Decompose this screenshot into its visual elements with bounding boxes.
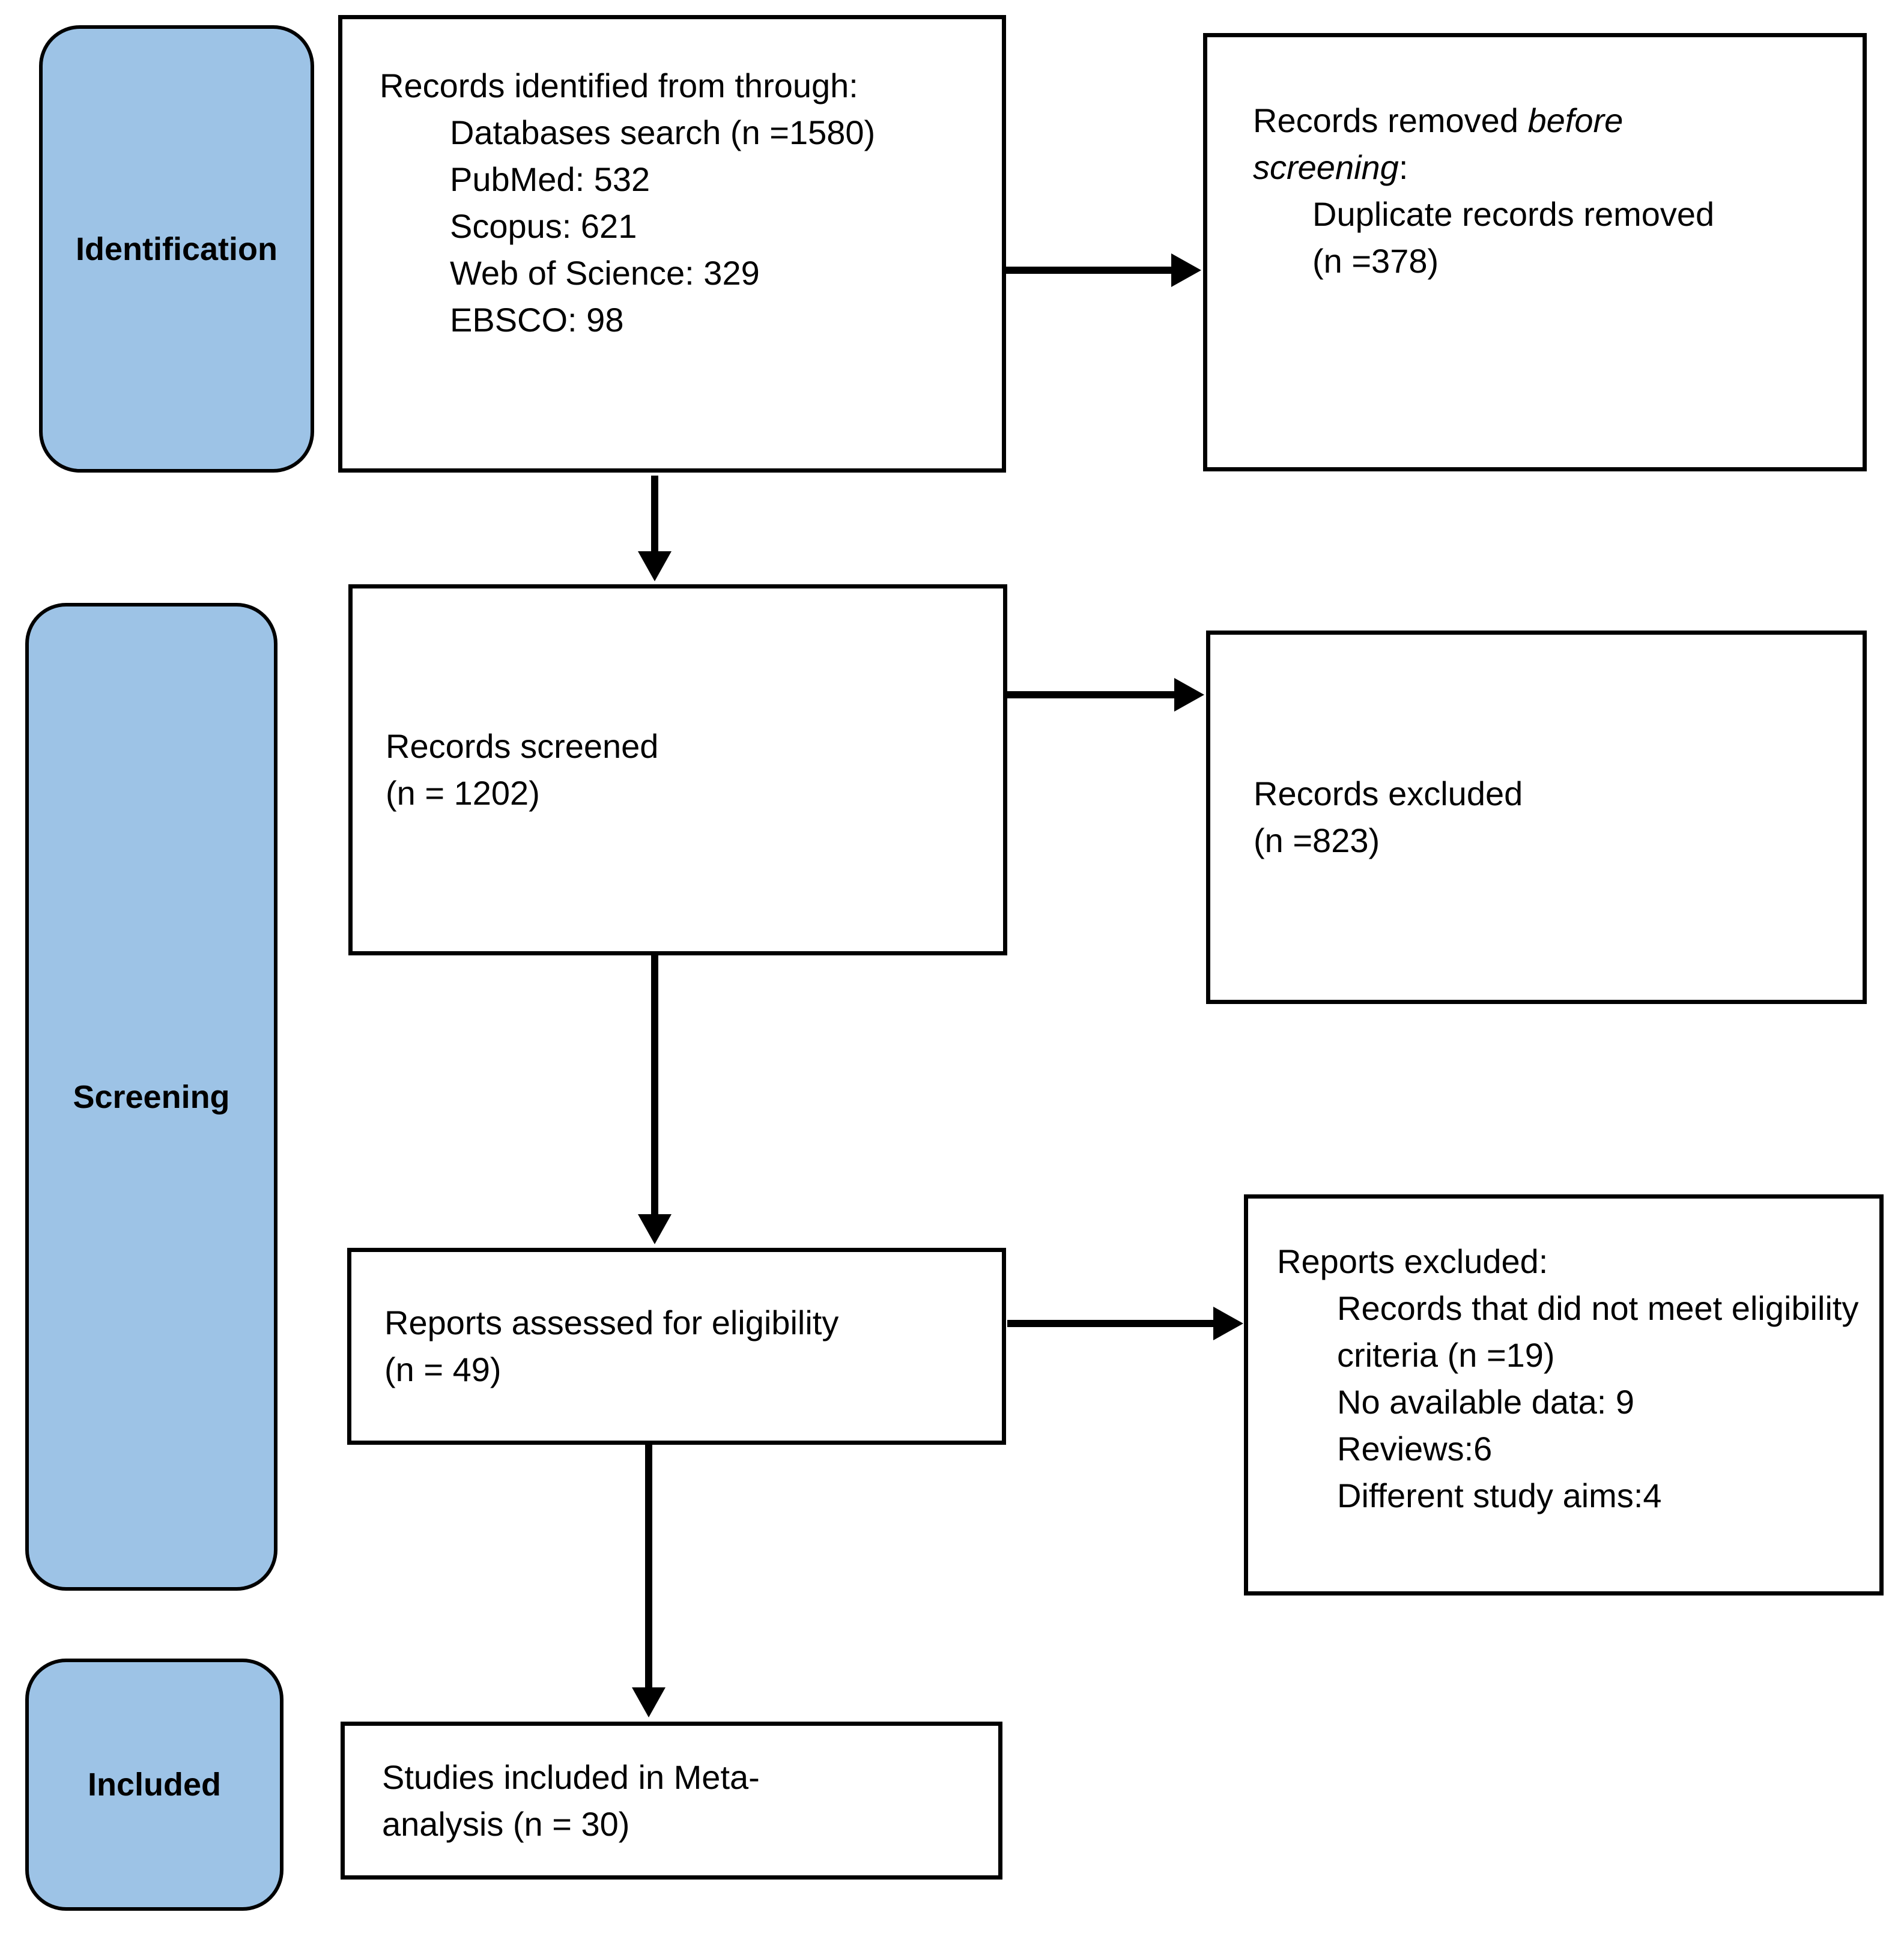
stage-included-label: Included: [87, 1767, 221, 1803]
stage-included: Included: [25, 1659, 283, 1911]
arrow-screened-to-excluded-shaft: [1007, 691, 1177, 698]
reports-excluded-item: Different study aims:4: [1337, 1477, 1662, 1514]
reports-assessed-line1: Reports assessed for eligibility: [384, 1304, 839, 1341]
records-removed-title-line1: Records removed before: [1253, 97, 1839, 144]
arrow-identified-to-removed-head-icon: [1171, 253, 1201, 287]
records-excluded-line1: Records excluded: [1254, 775, 1523, 812]
flow-box-studies-included: Studies included in Meta- analysis (n = …: [341, 1722, 1002, 1880]
stage-screening: Screening: [25, 603, 277, 1591]
arrow-identified-to-screened-shaft: [651, 476, 658, 554]
arrow-assessed-to-included-shaft: [645, 1445, 652, 1690]
stage-screening-label: Screening: [73, 1078, 230, 1115]
exclusion-box-reports-excluded: Reports excluded: Records that did not m…: [1244, 1194, 1884, 1596]
records-identified-item: Scopus: 621: [450, 207, 637, 245]
arrow-screened-to-assessed-head-icon: [638, 1214, 672, 1244]
arrow-screened-to-excluded-head-icon: [1174, 678, 1204, 712]
reports-excluded-title: Reports excluded:: [1277, 1242, 1548, 1280]
reports-excluded-item: No available data: 9: [1337, 1383, 1635, 1421]
arrow-identified-to-removed-shaft: [1006, 267, 1174, 274]
records-removed-title-regular: Records removed: [1253, 101, 1528, 139]
flow-box-records-screened: Records screened (n = 1202): [348, 584, 1007, 955]
arrow-assessed-to-included-head-icon: [632, 1687, 666, 1717]
records-identified-item: PubMed: 532: [450, 160, 650, 198]
arrow-identified-to-screened-head-icon: [638, 551, 672, 581]
records-removed-item: Duplicate records removed: [1312, 195, 1715, 233]
flow-box-reports-assessed: Reports assessed for eligibility (n = 49…: [347, 1248, 1006, 1445]
reports-excluded-item: Reviews:6: [1337, 1430, 1493, 1468]
records-removed-title-line2: screening:: [1253, 144, 1839, 191]
exclusion-box-records-removed: Records removed before screening: Duplic…: [1203, 33, 1867, 471]
reports-excluded-item: Records that did not meet eligibility cr…: [1337, 1289, 1859, 1374]
records-removed-title-italic2: screening: [1253, 148, 1399, 186]
studies-included-line2: analysis (n = 30): [382, 1804, 630, 1843]
records-screened-line2: (n = 1202): [386, 774, 540, 812]
records-removed-title-colon: :: [1398, 148, 1408, 186]
flow-box-records-identified: Records identified from through: Databas…: [338, 15, 1006, 473]
records-identified-item: Databases search (n =1580): [450, 113, 876, 151]
exclusion-box-records-excluded: Records excluded (n =823): [1206, 631, 1867, 1004]
records-identified-item: Web of Science: 329: [450, 254, 760, 292]
records-removed-title-italic: before: [1527, 101, 1624, 139]
stage-identification: Identification: [39, 25, 314, 473]
records-identified-title: Records identified from through:: [380, 67, 858, 104]
arrow-assessed-to-reports-excluded-head-icon: [1213, 1307, 1243, 1340]
records-excluded-line2: (n =823): [1254, 821, 1380, 859]
records-identified-item: EBSCO: 98: [450, 301, 624, 339]
studies-included-line1: Studies included in Meta-: [382, 1758, 760, 1796]
stage-identification-label: Identification: [76, 231, 277, 267]
arrow-screened-to-assessed-shaft: [651, 955, 658, 1215]
reports-assessed-line2: (n = 49): [384, 1351, 502, 1388]
records-removed-item: (n =378): [1312, 242, 1439, 280]
arrow-assessed-to-reports-excluded-shaft: [1007, 1320, 1213, 1327]
records-screened-line1: Records screened: [386, 727, 659, 765]
